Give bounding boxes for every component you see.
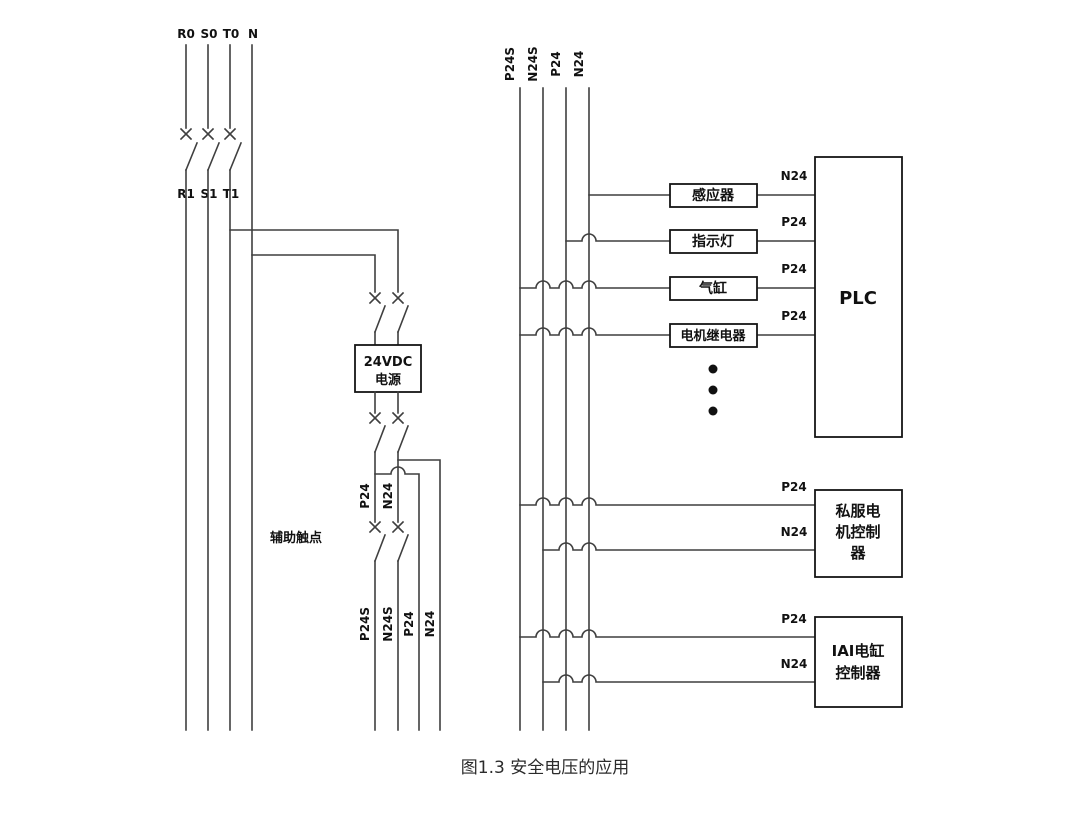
- iai-controller-section: P24 N24 IAI电缸 控制器: [519, 612, 903, 708]
- wire-iai-p24: [519, 629, 816, 638]
- main-breaker: [179, 127, 243, 172]
- phase-label-s1: S1: [201, 187, 218, 201]
- wire-iai-n24: [542, 674, 816, 683]
- contact-x-icon: [368, 520, 382, 534]
- breaker-blade: [228, 141, 243, 172]
- branch-n24: [397, 459, 441, 731]
- mains-section: R0 S0 T0 N R1 S1 T1: [177, 27, 399, 731]
- breaker-x-icon: [223, 127, 237, 141]
- breaker-leads: [374, 391, 399, 414]
- breaker-blade: [373, 424, 387, 454]
- wire-label-cylinder: P24: [781, 262, 807, 276]
- breaker-x-icon: [368, 411, 382, 425]
- wire-label-motor-relay: P24: [781, 309, 807, 323]
- device-box-cylinder: [669, 276, 758, 301]
- wire-label-sensor: N24: [781, 169, 808, 183]
- device-label-cylinder: 气缸: [698, 280, 727, 297]
- device-box-sensor: [669, 183, 758, 208]
- breaker-x-icon: [391, 411, 405, 425]
- wire-label-servo-n24: N24: [781, 525, 808, 539]
- psu-output-breaker: [368, 391, 410, 454]
- iai-label-line1: IAI电缸: [832, 642, 885, 660]
- breaker-leads: [374, 331, 399, 346]
- wire-label-indicator: P24: [781, 215, 807, 229]
- psu-label-line2: 电源: [375, 372, 401, 388]
- iai-label-line2: 控制器: [835, 664, 881, 682]
- phase-label-n: N: [248, 27, 258, 41]
- bus-label-n24: N24: [572, 51, 586, 78]
- psu-box: [354, 344, 422, 393]
- wire-servo-p24: [519, 497, 816, 506]
- phase-label-t0: T0: [223, 27, 240, 41]
- breaker-x-icon: [179, 127, 193, 141]
- tap-phase-to-psu: [229, 229, 399, 293]
- dc-bus-section: P24S N24S P24 N24: [503, 46, 590, 731]
- left-bus-label-p24s: P24S: [358, 607, 372, 641]
- iai-controller-box: [814, 616, 903, 708]
- breaker-x-icon: [368, 291, 382, 305]
- contact-blade: [373, 533, 387, 563]
- phase-label-r0: R0: [177, 27, 195, 41]
- device-label-motor-relay: 电机继电器: [680, 328, 746, 344]
- servo-controller-section: P24 N24 私服电 机控制 器: [519, 480, 903, 578]
- left-bus-label-n24: N24: [423, 611, 437, 638]
- plc-label: PLC: [839, 288, 877, 309]
- servo-controller-box: [814, 489, 903, 578]
- wire-motor-relay: [519, 327, 816, 336]
- servo-label-line3: 器: [849, 544, 866, 562]
- breaker-blade: [184, 141, 199, 172]
- bus-label-n24s: N24S: [526, 46, 540, 81]
- breaker-blade: [206, 141, 221, 172]
- figure-caption: 图1.3 安全电压的应用: [461, 758, 629, 778]
- left-bus-label-n24s: N24S: [381, 606, 395, 641]
- phase-label-t1: T1: [223, 187, 240, 201]
- more-devices-dots-icon: [708, 364, 718, 416]
- wire-label-servo-p24: P24: [781, 480, 807, 494]
- bus-label-p24s: P24S: [503, 47, 517, 81]
- servo-label-line1: 私服电: [834, 502, 880, 520]
- wire-indicator: [565, 233, 816, 242]
- breaker-blade: [396, 424, 410, 454]
- contact-x-icon: [391, 520, 405, 534]
- wire-label-iai-p24: P24: [781, 612, 807, 626]
- phase-label-s0: S0: [201, 27, 218, 41]
- device-rows: 感应器 N24 指示灯 P24 气缸 P24 电机继电器 P24: [519, 169, 816, 416]
- psu-section: 24VDC 电源 P24 N24 辅助触点 P24: [270, 291, 441, 731]
- branch-p24: [374, 466, 420, 731]
- servo-label-line2: 机控制: [835, 523, 880, 541]
- device-label-indicator: 指示灯: [692, 233, 734, 250]
- device-label-sensor: 感应器: [692, 187, 735, 204]
- psu-label-line1: 24VDC: [364, 355, 412, 370]
- aux-contact-switch: [368, 520, 410, 563]
- wire-label-iai-n24: N24: [781, 657, 808, 671]
- device-box-indicator: [669, 229, 758, 254]
- breaker-blade: [373, 304, 387, 334]
- aux-contact-label: 辅助触点: [270, 530, 322, 546]
- device-box-motor-relay: [669, 323, 758, 348]
- rail-label-n24: N24: [381, 483, 395, 510]
- contact-blade: [396, 533, 410, 563]
- wire-cylinder: [519, 280, 816, 289]
- breaker-x-icon: [391, 291, 405, 305]
- breaker-blade: [396, 304, 410, 334]
- plc-box: [814, 156, 903, 438]
- left-bus-label-p24: P24: [402, 611, 416, 637]
- rail-label-p24: P24: [358, 483, 372, 509]
- tap-neutral-to-psu: [251, 254, 376, 293]
- psu-input-breaker: [368, 291, 410, 346]
- breaker-x-icon: [201, 127, 215, 141]
- bus-label-p24: P24: [549, 51, 563, 77]
- wire-servo-n24: [542, 542, 816, 551]
